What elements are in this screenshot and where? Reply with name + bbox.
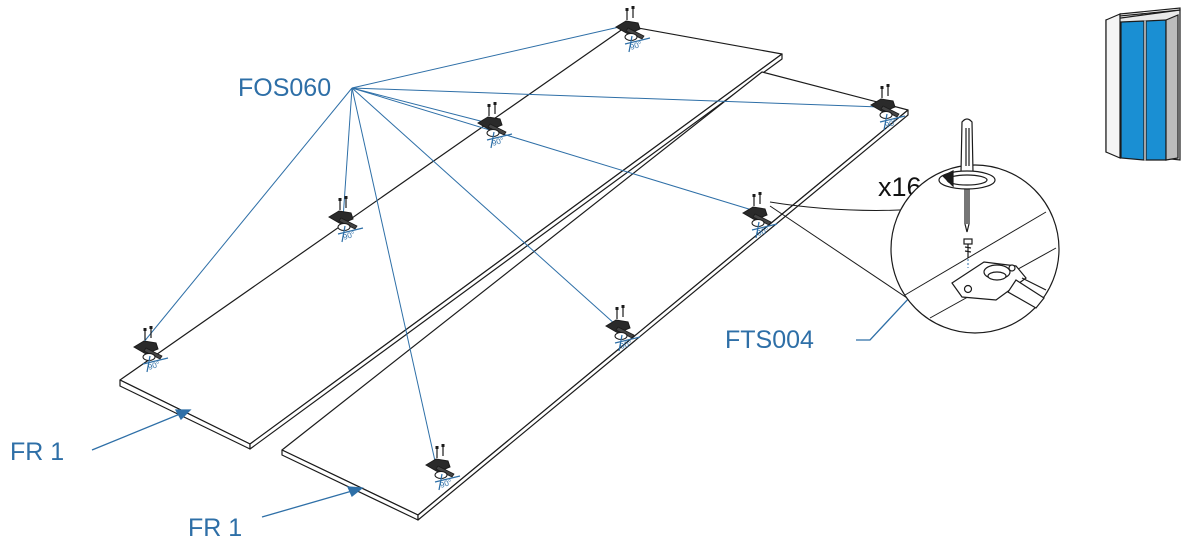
angle-label: 90°	[342, 230, 356, 242]
detail-zoom	[769, 164, 1060, 334]
hinge-group: 90° 90° 90° 90° 90° 90° 90° 90°	[133, 6, 906, 491]
wardrobe-icon	[1105, 7, 1181, 161]
angle-label: 90°	[491, 136, 505, 148]
fos060-leader-lines	[142, 24, 881, 462]
angle-label: 90°	[756, 226, 770, 238]
panel-arrows	[91, 409, 364, 518]
hinge-icon: 90°	[133, 326, 169, 373]
fos060-label: FOS060	[238, 74, 331, 102]
fts004-label: FTS004	[725, 326, 814, 354]
angle-label: 90°	[147, 360, 161, 372]
angle-label: 90°	[884, 118, 898, 130]
hinge-icon: 90°	[742, 192, 778, 239]
rotate-arrow-icon	[938, 170, 996, 190]
hinge-detail-icon	[951, 261, 1047, 309]
panel-right-label: FR 1	[188, 514, 242, 542]
hinge-icon: 90°	[425, 444, 461, 491]
door-panel-right	[281, 71, 909, 521]
hinge-icon: 90°	[477, 102, 513, 149]
angle-label: 90°	[629, 40, 643, 52]
hinge-icon: 90°	[328, 196, 364, 243]
angle-label: 90°	[619, 339, 633, 351]
hinge-icon: 90°	[605, 305, 641, 352]
screw-icon	[963, 238, 973, 258]
hinge-icon: 90°	[615, 6, 651, 53]
hinge-icon: 90°	[870, 84, 906, 131]
angle-label: 90°	[439, 478, 453, 490]
panel-left-label: FR 1	[10, 438, 64, 466]
